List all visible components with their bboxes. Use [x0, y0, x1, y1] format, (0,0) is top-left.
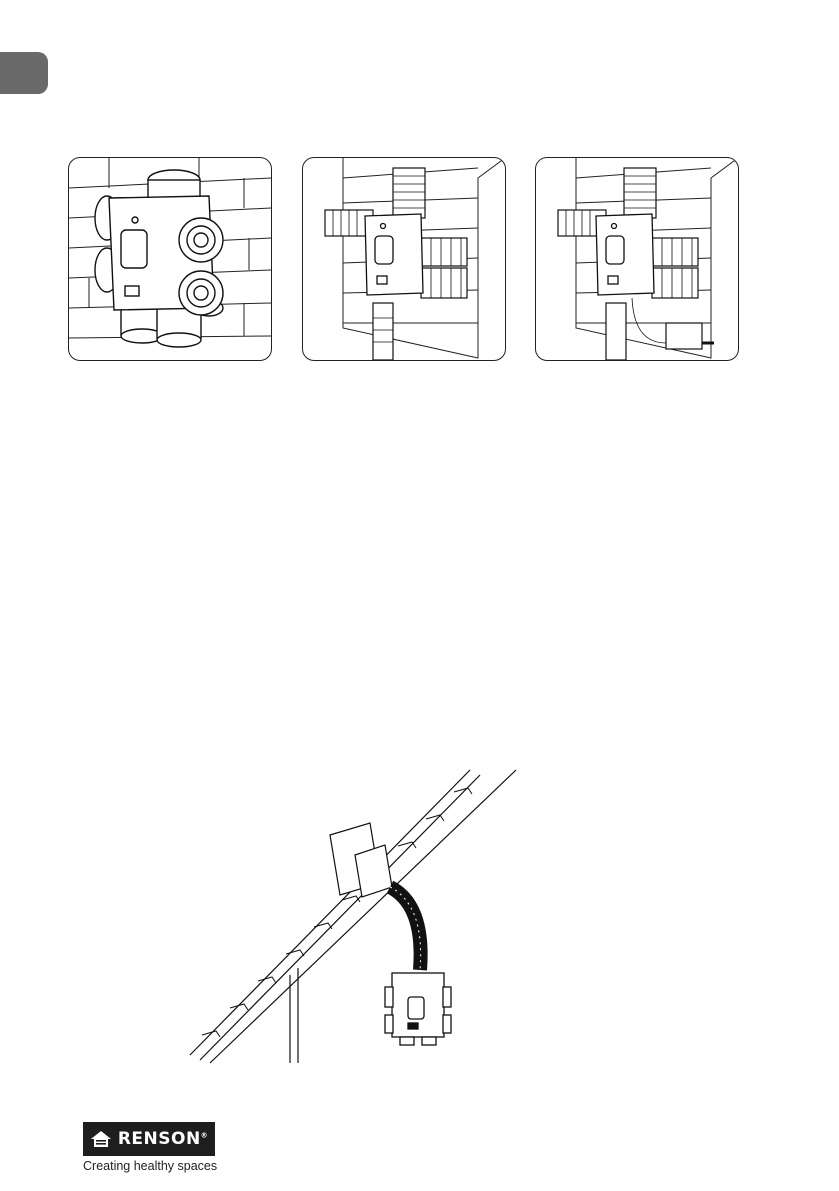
unit-ducts-control-box-illustration: [536, 158, 738, 360]
unit-flexible-ducts-illustration: [303, 158, 505, 360]
figure-unit-ducts-control-box: [535, 157, 739, 361]
figure-unit-flexible-ducts: [302, 157, 506, 361]
page-side-tab: [0, 52, 48, 94]
logo-tagline: Creating healthy spaces: [83, 1159, 217, 1173]
logo-brand-text: RENSON®: [118, 1129, 208, 1149]
ventilation-unit: [385, 973, 451, 1045]
unit-bare-spigots-illustration: [69, 158, 271, 360]
house-logo-icon: [90, 1130, 112, 1148]
figure-unit-bare-spigots: [68, 157, 272, 361]
renson-logo: RENSON®: [83, 1122, 215, 1156]
control-box: [666, 323, 702, 349]
roof-installation-illustration: [180, 765, 520, 1065]
figure-roof-installation: [180, 765, 520, 1065]
